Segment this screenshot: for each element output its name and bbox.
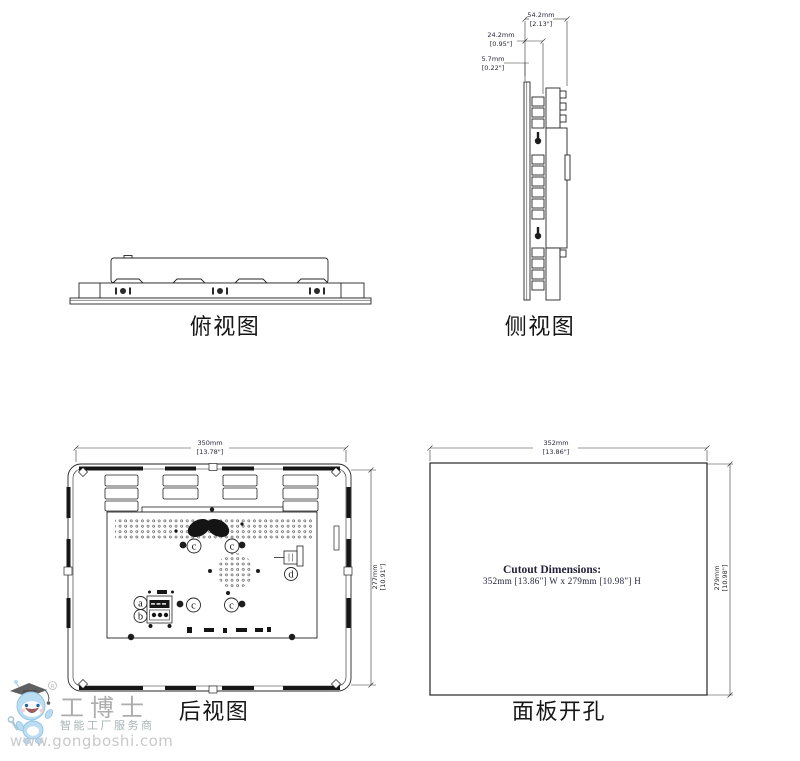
watermark-tagline: 智能工厂服务商 (60, 718, 155, 732)
rear-dim-width-mm: 350mm (197, 439, 222, 447)
top-view-drawing (69, 255, 372, 305)
callout-c: c (192, 542, 197, 553)
cutout-note-title: Cutout Dimensions: (503, 564, 601, 576)
cutout-dimensions (427, 445, 733, 698)
callout-d: d (288, 570, 294, 581)
cutout-dim-width-in: [13.86"] (543, 448, 570, 456)
rear-dim-width-in: [13.78"] (197, 448, 224, 456)
rear-connector-d (274, 545, 304, 567)
watermark-brand: 工博士 (60, 695, 150, 722)
rear-callouts (133, 538, 298, 623)
side-view-clips (531, 96, 545, 291)
side-dim-total-mm: 54.2mm (527, 11, 554, 19)
side-dim-body-in: [0.95"] (490, 40, 513, 48)
watermark-url: www.gongboshi.com (10, 732, 173, 750)
cutout-dim-height-mm: 279mm (713, 565, 721, 590)
cutout-drawing (429, 462, 708, 696)
rear-view-drawing (63, 463, 353, 694)
rear-power-terminal (146, 590, 174, 628)
top-view-caption: 俯视图 (190, 314, 261, 339)
callout-c: c (229, 601, 234, 612)
watermark-mascot-icon (7, 679, 54, 744)
watermark-registered: R (51, 684, 55, 690)
side-view-dimensions (504, 16, 570, 94)
rear-speaker-grille (217, 553, 253, 589)
side-view-caption: 侧视图 (505, 314, 576, 339)
rear-dim-height-in: [10.91"] (379, 564, 387, 591)
callout-b: b (138, 612, 143, 623)
top-view-clips (115, 287, 325, 295)
cutout-dim-width-mm: 352mm (543, 439, 568, 447)
side-dim-bezel-in: [0.22"] (482, 64, 505, 72)
rear-fan-icon (174, 518, 244, 538)
rear-dim-height-mm: 277mm (371, 564, 379, 589)
side-dim-bezel-mm: 5.7mm (481, 55, 504, 63)
cutout-dim-height-in: [10.98"] (721, 565, 729, 592)
rear-mount-slots (66, 466, 351, 690)
watermark: R 工博士 智能工厂服务商 www.gongboshi.com (7, 679, 173, 750)
side-dim-total-in: [2.13"] (530, 20, 553, 28)
cutout-caption: 面板开孔 (512, 699, 606, 724)
registered-mark-icon (48, 681, 57, 690)
rear-screws (127, 541, 296, 641)
callout-c: c (230, 542, 235, 553)
rear-vent-slots (104, 474, 319, 512)
rear-view-caption: 后视图 (179, 699, 250, 724)
cutout-note-body: 352mm [13.86"] W x 279mm [10.98"] H (483, 576, 641, 586)
side-dim-body-mm: 24.2mm (487, 31, 514, 39)
rear-clamp-holes (63, 463, 353, 694)
side-view-drawing (523, 81, 571, 301)
rear-io-ports (187, 627, 271, 633)
rear-view-dimensions (73, 445, 376, 688)
callout-a: a (138, 599, 143, 610)
callout-c: c (191, 601, 196, 612)
